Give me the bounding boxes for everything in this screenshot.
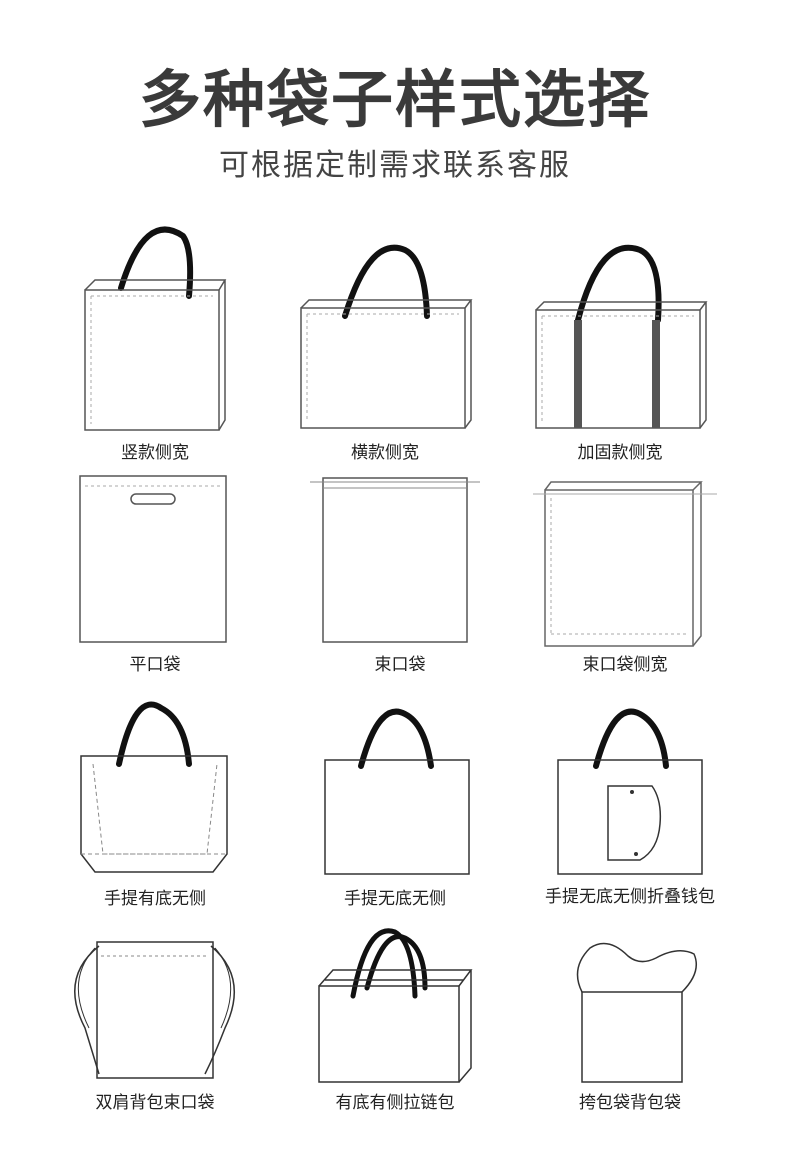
bag-option-drawstring-gusset[interactable]: 束口袋侧宽 — [505, 470, 745, 685]
drawstring-bag-icon — [310, 477, 480, 643]
bag-label: 横款侧宽 — [351, 443, 419, 463]
bag-option-flat-die-cut[interactable]: 平口袋 — [35, 470, 275, 685]
bag-label: 双肩背包束口袋 — [95, 1093, 215, 1113]
page-subtitle: 可根据定制需求联系客服 — [219, 148, 571, 183]
bag-label: 手提有底无侧 — [104, 889, 206, 909]
bag-option-horizontal-side-gusset[interactable]: 横款侧宽 — [265, 220, 505, 465]
foldable-wallet-bag-icon — [557, 708, 703, 875]
backpack-drawstring-bag-icon — [74, 941, 236, 1079]
bag-option-zipper[interactable]: 有底有侧拉链包 — [275, 922, 515, 1122]
page-title: 多种袋子样式选择 — [138, 63, 651, 136]
bag-option-handle-no-bottom-no-side[interactable]: 手提无底无侧 — [275, 700, 515, 915]
vertical-side-gusset-bag-icon — [84, 226, 227, 431]
reinforced-side-gusset-bag-icon — [535, 244, 708, 429]
bag-label: 束口袋侧宽 — [582, 655, 668, 675]
zipper-bag-icon — [318, 928, 473, 1083]
handle-bottom-no-side-bag-icon — [80, 701, 228, 873]
bag-label: 束口袋 — [374, 655, 426, 675]
horizontal-side-gusset-bag-icon — [300, 244, 473, 429]
bag-label: 加固款侧宽 — [577, 443, 663, 463]
bag-option-handle-bottom-no-side[interactable]: 手提有底无侧 — [35, 700, 275, 915]
bag-option-foldable-wallet[interactable]: 手提无底无侧折叠钱包 — [510, 700, 750, 915]
drawstring-gusset-bag-icon — [533, 481, 717, 647]
bag-option-backpack-drawstring[interactable]: 双肩背包束口袋 — [35, 928, 275, 1123]
handle-no-bottom-no-side-bag-icon — [324, 708, 470, 875]
bag-option-reinforced-side-gusset[interactable]: 加固款侧宽 — [500, 220, 740, 465]
bag-option-vertical-side-gusset[interactable]: 竖款侧宽 — [35, 220, 275, 465]
shoulder-bag-icon — [576, 942, 697, 1083]
bag-label: 手提无底无侧折叠钱包 — [545, 887, 715, 907]
bag-option-drawstring[interactable]: 束口袋 — [280, 470, 520, 685]
bag-label: 手提无底无侧 — [344, 889, 446, 909]
bag-option-shoulder[interactable]: 挎包袋背包袋 — [510, 928, 750, 1123]
flat-die-cut-bag-icon — [79, 475, 227, 643]
bag-label: 平口袋 — [129, 655, 181, 675]
bag-label: 挎包袋背包袋 — [579, 1093, 681, 1113]
bag-label: 竖款侧宽 — [121, 443, 189, 463]
bag-label: 有底有侧拉链包 — [335, 1093, 455, 1113]
